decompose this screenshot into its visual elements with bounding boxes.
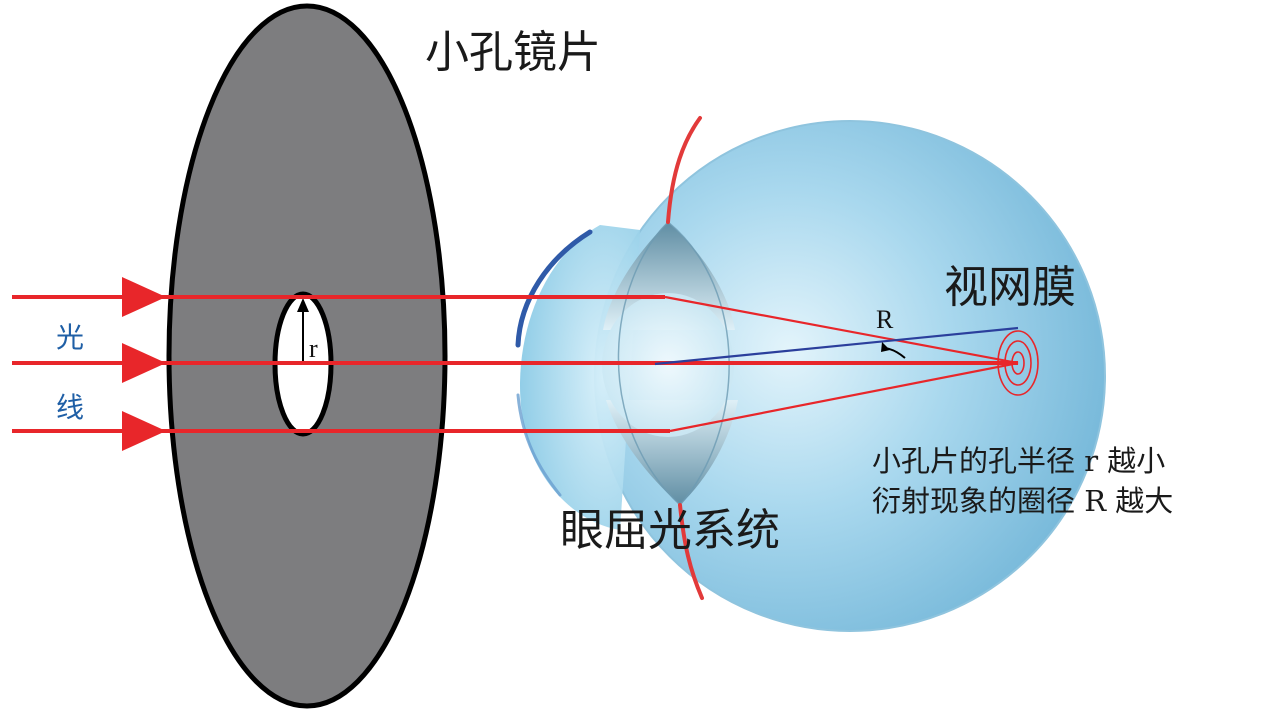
refractive-system-title: 眼屈光系统 [560, 505, 780, 556]
radius-R-arrowhead [881, 342, 890, 352]
ray-middle-arrowhead [122, 343, 166, 383]
retina-title: 视网膜 [944, 262, 1076, 313]
radius-r-arrowhead [297, 298, 309, 312]
light-rays [12, 277, 1019, 451]
light-label-1: 光 [56, 321, 84, 354]
pinhole-disc [166, 3, 448, 709]
light-label-2: 线 [56, 391, 84, 424]
cornea [520, 225, 640, 530]
note-line-2: 衍射现象的圈径 R 越大 [872, 484, 1173, 518]
radius-R-label: R [876, 305, 894, 334]
diffraction-line [654, 326, 1019, 366]
iris-lower [678, 503, 704, 600]
pinhole-lens-title: 小孔镜片 [425, 27, 601, 78]
ray-bottom-refracted [669, 361, 1019, 433]
eyeball [515, 116, 1106, 632]
cornea-edge-lower [516, 393, 562, 497]
iris-upper [666, 116, 702, 224]
ray-bottom-arrowhead [122, 411, 166, 451]
note-line-1: 小孔片的孔半径 r 越小 [872, 444, 1165, 478]
ray-top-arrowhead [122, 277, 166, 317]
cornea-edge [515, 229, 593, 348]
ray-top-refracted [664, 295, 1019, 365]
radius-r-label: r [309, 334, 318, 363]
